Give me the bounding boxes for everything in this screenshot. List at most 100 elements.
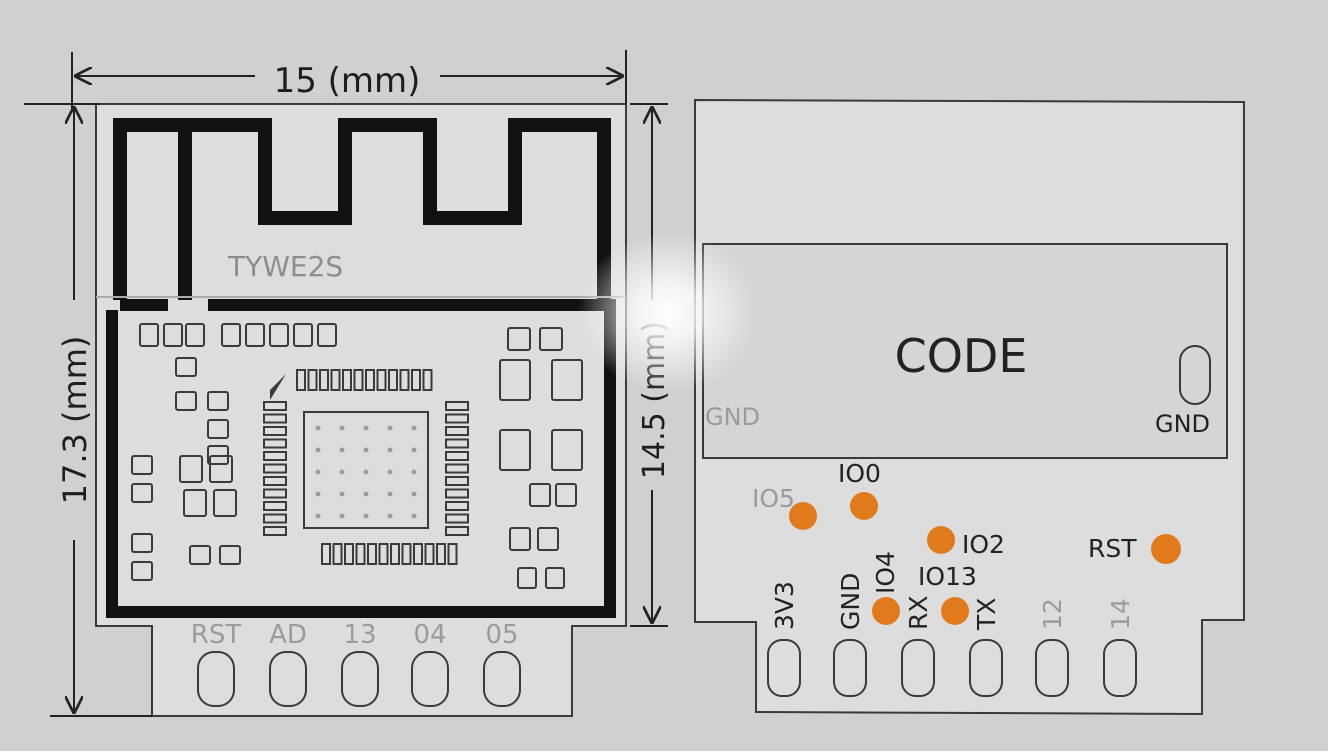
chip-dot	[339, 447, 345, 453]
chip-dot	[363, 447, 369, 453]
test-points: IO5 IO0 IO2 RST IO4 IO13	[752, 459, 1181, 625]
chip-pin	[445, 488, 469, 499]
component-pad	[555, 483, 577, 507]
test-label-io0: IO0	[838, 459, 881, 488]
right-pin-pad	[1103, 639, 1137, 697]
chip-pin	[445, 476, 469, 486]
component-pad	[183, 489, 207, 517]
test-label-io5: IO5	[752, 484, 795, 513]
chip-dot	[339, 491, 345, 497]
component-pad	[131, 455, 153, 475]
test-point-io5	[789, 502, 817, 530]
chip-dot	[363, 491, 369, 497]
right-pin-pad	[1035, 639, 1069, 697]
chip-pin	[321, 543, 331, 565]
right-pin-label: 12	[1038, 598, 1067, 630]
component-pad	[499, 359, 531, 401]
chip-dot	[339, 469, 345, 475]
chip-pin	[296, 369, 306, 391]
test-label-io4: IO4	[871, 551, 900, 594]
chip-dot	[387, 425, 393, 431]
chip-pin	[376, 369, 387, 391]
gnd-slot	[1179, 345, 1211, 405]
right-module: CODE GND GND IO5 IO0 IO2 RST IO4 IO13 3V…	[694, 98, 1245, 716]
chip-pin	[263, 463, 287, 474]
chip-pin	[422, 369, 433, 391]
left-module: 15 (mm) 17.3 (mm) 14.5 (mm) TYWE2S	[24, 50, 672, 717]
chip-pin	[445, 413, 469, 424]
chip-pin	[355, 543, 366, 565]
component-pad	[269, 323, 289, 347]
component-pad	[221, 323, 241, 347]
chip-pin	[342, 369, 352, 391]
chip-pin	[263, 476, 287, 486]
component-pad	[517, 567, 537, 589]
chip-pin	[401, 543, 412, 565]
component-pad	[529, 483, 551, 507]
chip-pin	[263, 426, 287, 436]
component-pad	[131, 533, 153, 553]
component-pad	[131, 561, 153, 581]
component-pad	[551, 429, 583, 471]
left-pin-pad	[411, 651, 449, 707]
chip-dot	[411, 425, 417, 431]
module-name-label: TYWE2S	[227, 250, 343, 283]
component-pad	[139, 323, 159, 347]
height-dimension-label: 17.3 (mm)	[56, 336, 94, 505]
component-pad	[207, 419, 229, 439]
component-pad	[185, 323, 205, 347]
chip-pin	[330, 369, 341, 391]
chip-dot	[411, 469, 417, 475]
component-pad	[189, 545, 211, 565]
component-pad	[179, 455, 203, 483]
chip-dot	[387, 469, 393, 475]
left-pin-pad	[483, 651, 521, 707]
chip-pin	[411, 369, 421, 391]
chip-dot	[315, 447, 321, 453]
component-pad	[507, 327, 531, 351]
chip-pin	[447, 543, 458, 565]
left-pin-label: 13	[343, 620, 376, 650]
right-pin-pad	[767, 639, 801, 697]
chip-dot	[339, 513, 345, 519]
component-pad	[545, 567, 565, 589]
right-pin-pad	[833, 639, 867, 697]
right-pin-label: GND	[836, 573, 865, 630]
chip-pin	[263, 401, 287, 411]
component-pad	[175, 391, 197, 411]
left-pin-pad	[341, 651, 379, 707]
component-pad	[293, 323, 313, 347]
chip-pin	[445, 501, 469, 511]
component-pad	[163, 323, 183, 347]
antenna-trace	[113, 118, 611, 300]
test-label-io2: IO2	[962, 530, 1005, 559]
chip-pin	[263, 526, 287, 536]
chip-pin	[367, 543, 377, 565]
component-pad	[245, 323, 265, 347]
chip-dot	[411, 447, 417, 453]
component-pad	[509, 527, 531, 551]
chip-dot	[387, 491, 393, 497]
chip-pin	[445, 426, 469, 436]
chip-dot	[363, 425, 369, 431]
chip-dot	[315, 425, 321, 431]
chip-pin	[307, 369, 318, 391]
component-pad	[499, 429, 531, 471]
component-pad	[213, 489, 237, 517]
dimension-height: 17.3 (mm)	[24, 103, 152, 717]
chip-pin	[445, 463, 469, 474]
chip-dot	[411, 491, 417, 497]
chip-pin	[344, 543, 354, 565]
camera-flash-glare	[578, 232, 758, 392]
test-label-io13: IO13	[918, 562, 977, 591]
chip-dot	[315, 491, 321, 497]
main-chip	[263, 369, 469, 565]
component-pad	[317, 323, 337, 347]
test-point-rst	[1151, 534, 1181, 564]
right-pin-pad	[901, 639, 935, 697]
chip-pin	[332, 543, 343, 565]
chip-dot	[363, 469, 369, 475]
component-pad	[219, 545, 241, 565]
